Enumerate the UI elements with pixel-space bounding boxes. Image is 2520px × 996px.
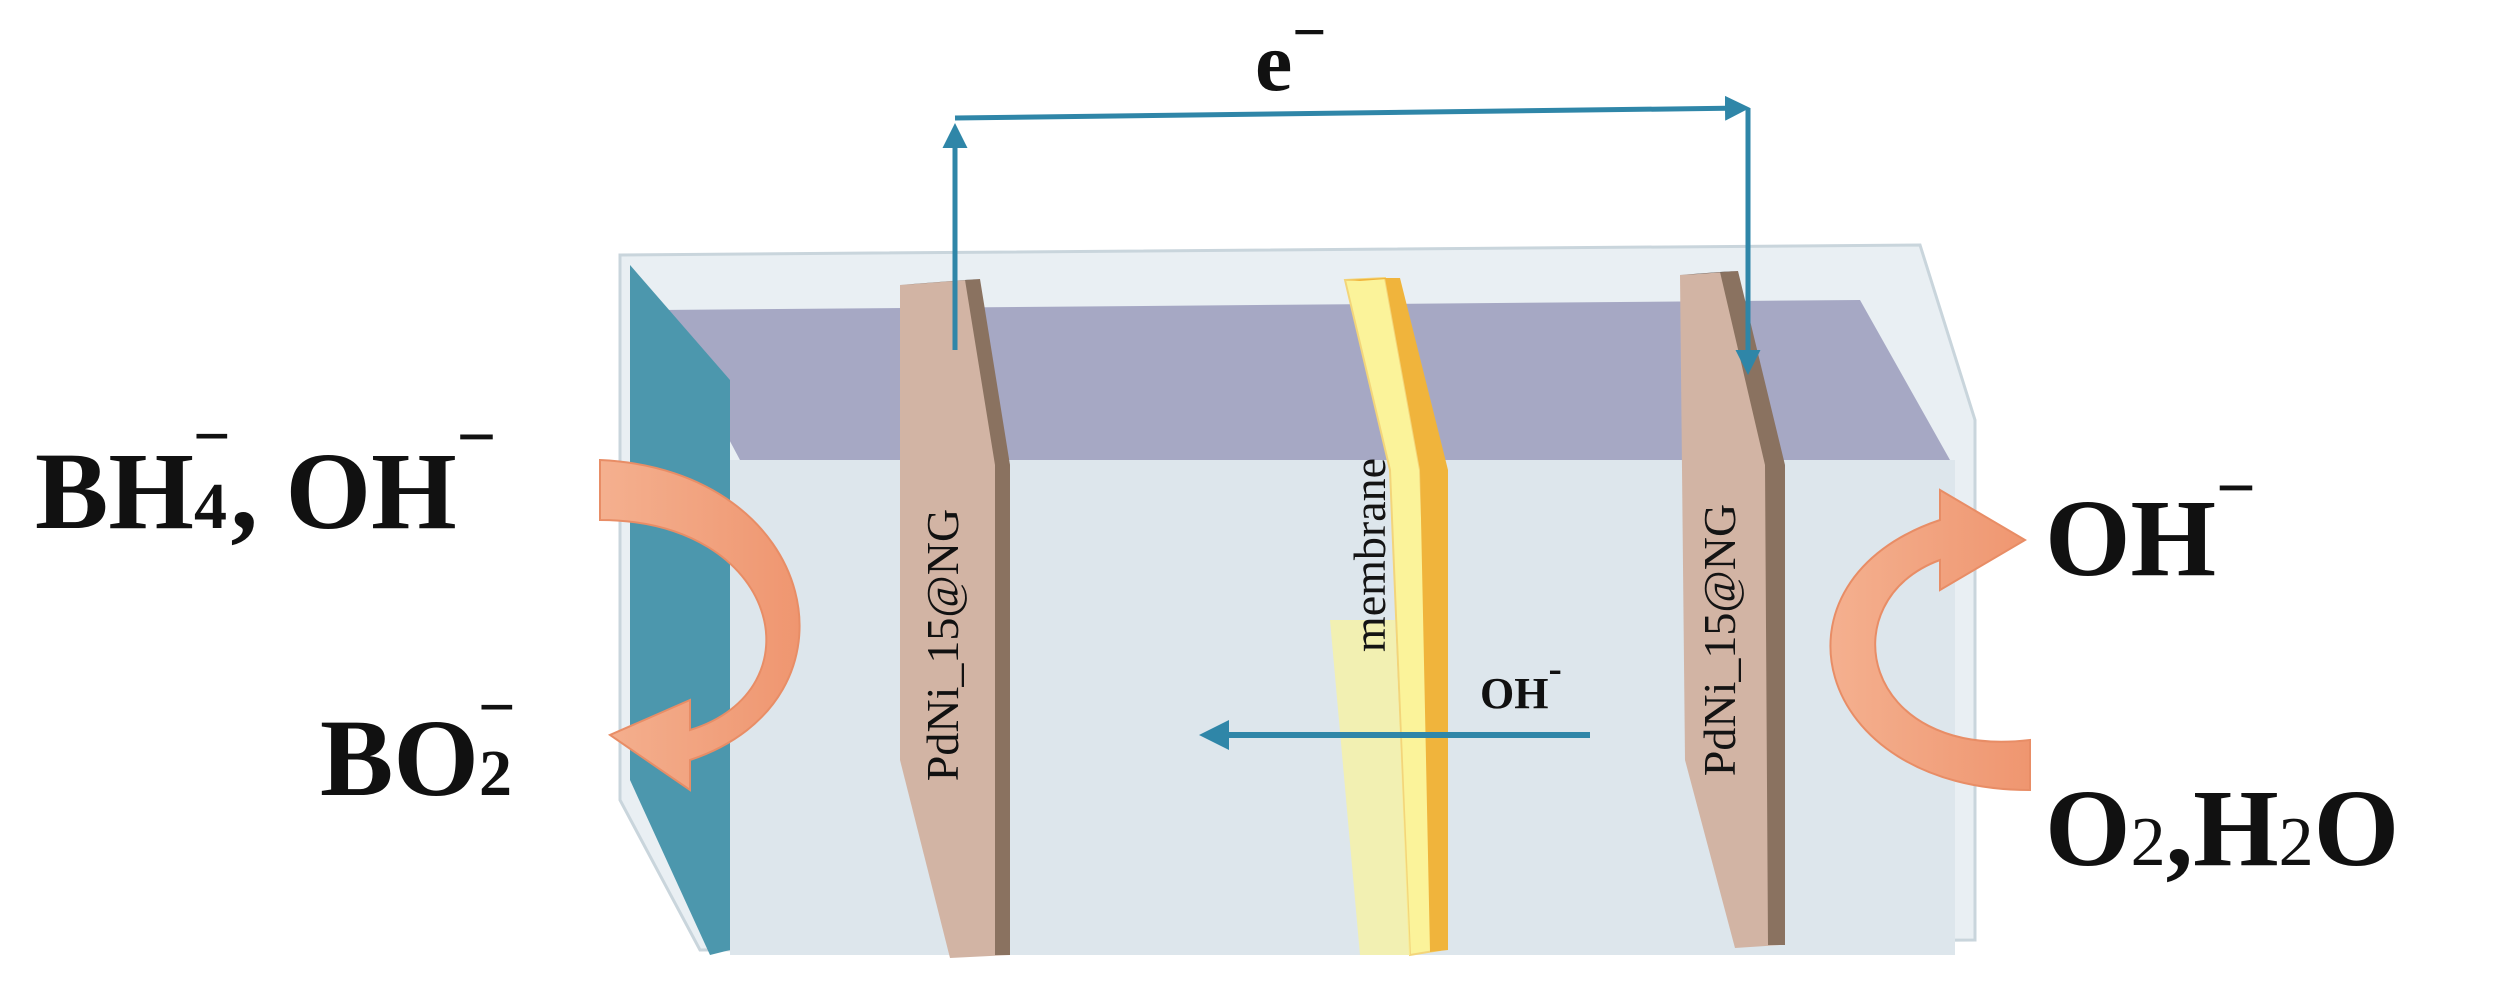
right-reactants-label: O2,H2O [2045,767,2399,889]
cathode-reaction-arrow [1829,488,2031,792]
anode-label: PdNi_15@NG [917,509,968,781]
left-product-label: BO2− [320,671,516,819]
cell-left-wall [630,265,730,955]
anode-electrode: PdNi_15@NG [900,279,1010,958]
ion-label: OH- [1480,646,1562,718]
left-reactants-label: BH4−, OH− [35,399,497,552]
membrane: membrane [1330,276,1448,957]
electron-label: e− [1255,0,1327,109]
wire-top-arrow [954,95,1750,121]
cathode-label: PdNi_15@NG [1694,504,1745,776]
right-product-label: OH− [2045,450,2256,599]
ion-flow: OH- [1199,646,1590,750]
membrane-label: membrane [1344,458,1395,652]
cathode-electrode: PdNi_15@NG [1680,271,1785,948]
anode-reaction-arrow [599,458,801,792]
external-circuit: e− [942,0,1761,375]
